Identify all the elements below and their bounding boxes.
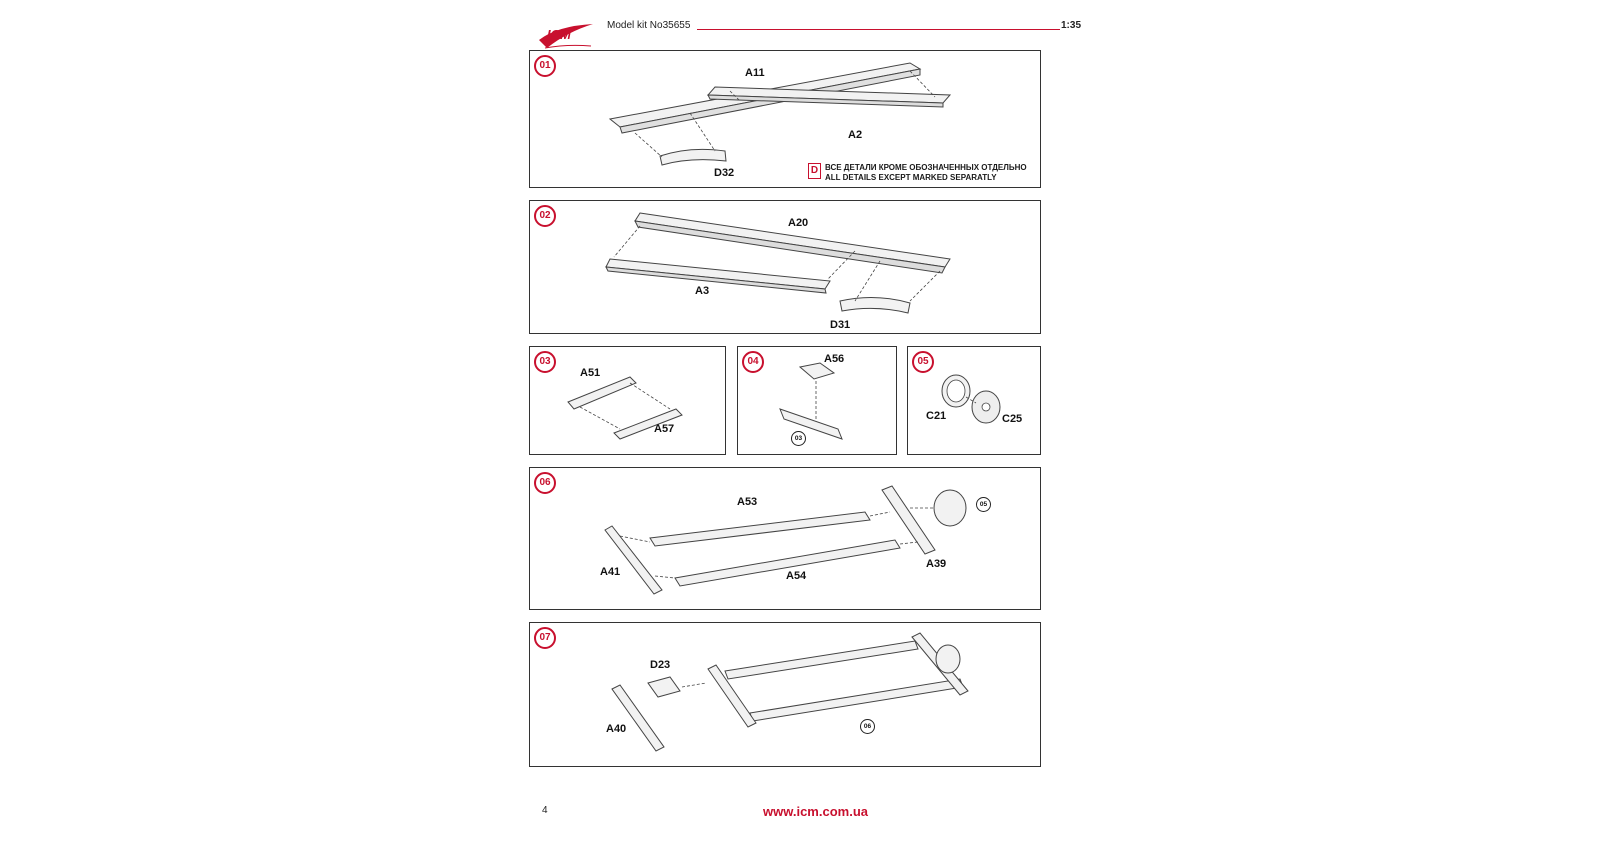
- step-05-panel: 05 C21 C25: [907, 346, 1041, 455]
- part-label-d31: D31: [830, 319, 851, 331]
- model-kit-number: Model kit No35655: [607, 20, 691, 31]
- step-06-drawing: [604, 485, 967, 595]
- part-label-a3: A3: [695, 285, 710, 297]
- step-05-drawing: [941, 374, 1001, 424]
- step-01-panel: 01 A11 A2 D32 D ВСЕ ДЕТАЛИ КРОМЕ ОБОЗНАЧ…: [529, 50, 1041, 188]
- note-russian: ВСЕ ДЕТАЛИ КРОМЕ ОБОЗНАЧЕННЫХ ОТДЕЛЬНО: [825, 163, 1027, 172]
- step-03-panel: 03 A51 A57: [529, 346, 726, 455]
- step-ref-06: 06: [860, 719, 875, 734]
- part-label-a40: A40: [606, 723, 627, 735]
- step-number: 01: [534, 55, 556, 77]
- step-number: 06: [534, 472, 556, 494]
- part-label-a57: A57: [654, 423, 675, 435]
- scale-label: 1:35: [1061, 20, 1082, 31]
- step-02-drawing: [605, 212, 951, 314]
- part-label-a20: A20: [788, 217, 809, 229]
- step-02-panel: 02 A20 A3 D31: [529, 200, 1041, 334]
- step-07-panel: 07 D23 A40 06: [529, 622, 1041, 767]
- part-label-a2: A2: [848, 129, 863, 141]
- part-label-a41: A41: [600, 566, 621, 578]
- icm-logo: ICM: [539, 24, 593, 49]
- step-ref-03: 03: [791, 431, 806, 446]
- step-03-drawing: [567, 376, 683, 440]
- part-label-a39: A39: [926, 558, 947, 570]
- brand-logo-text: ICM: [547, 27, 572, 42]
- step-number: 04: [742, 351, 764, 373]
- step-number: 02: [534, 205, 556, 227]
- step-number: 05: [912, 351, 934, 373]
- part-label-a11: A11: [745, 67, 765, 79]
- part-label-a53: A53: [737, 496, 758, 508]
- part-label-a56: A56: [824, 353, 845, 365]
- website-link[interactable]: www.icm.com.ua: [763, 804, 868, 819]
- part-label-a54: A54: [786, 570, 807, 582]
- step-number: 03: [534, 351, 556, 373]
- part-label-d32: D32: [714, 167, 735, 179]
- step-01-drawing: [608, 62, 952, 166]
- page-number: 4: [542, 805, 548, 816]
- step-04-drawing: [779, 362, 843, 440]
- step-number: 07: [534, 627, 556, 649]
- step-06-panel: 06 A53 A41 A54 A39 05: [529, 467, 1041, 610]
- step-04-panel: 04 A56 03: [737, 346, 897, 455]
- header-rule: [697, 29, 1060, 30]
- part-label-a51: A51: [580, 367, 601, 379]
- note-english: ALL DETAILS EXCEPT MARKED SEPARATLY: [825, 173, 997, 182]
- part-label-d23: D23: [650, 659, 671, 671]
- part-label-c25: C25: [1002, 413, 1023, 425]
- note-text: ВСЕ ДЕТАЛИ КРОМЕ ОБОЗНАЧЕННЫХ ОТДЕЛЬНО A…: [825, 163, 1027, 183]
- step-ref-05: 05: [976, 497, 991, 512]
- sprue-d-marker: D: [808, 163, 821, 179]
- part-label-c21: C21: [926, 410, 947, 422]
- step-07-drawing: [611, 632, 969, 752]
